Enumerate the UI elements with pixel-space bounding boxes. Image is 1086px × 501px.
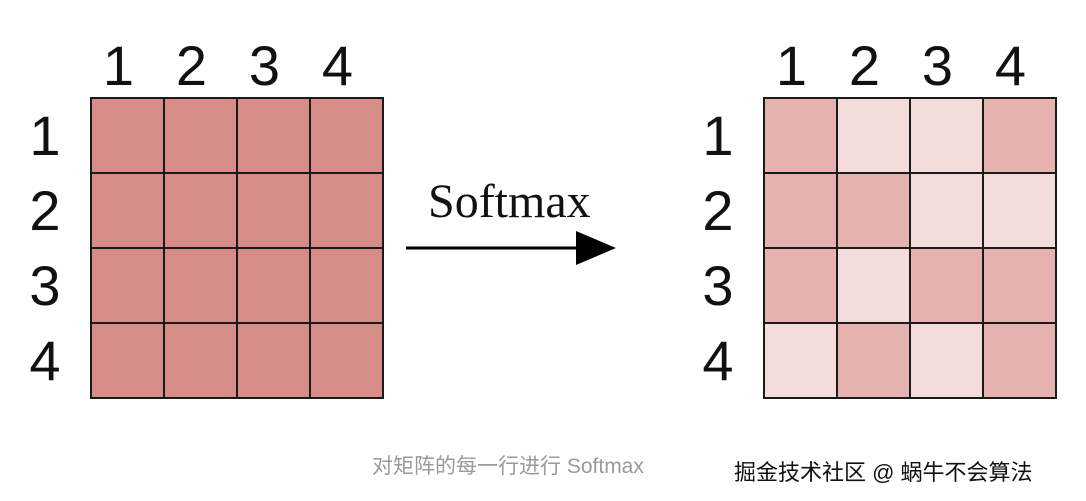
- left-matrix-cell-r4-c3: [238, 324, 311, 399]
- right-col-label-1: 1: [775, 34, 808, 97]
- left-col-label-4: 4: [321, 34, 354, 97]
- right-matrix-cell-r3-c3: [911, 249, 984, 324]
- right-col-label-4: 4: [994, 34, 1027, 97]
- right-matrix-cell-r2-c3: [911, 174, 984, 249]
- left-matrix-cell-r2-c4: [311, 174, 384, 249]
- left-matrix-cell-r3-c1: [92, 249, 165, 324]
- left-matrix-cell-r4-c2: [165, 324, 238, 399]
- right-matrix-cell-r1-c1: [765, 99, 838, 174]
- left-row-label-1: 1: [29, 104, 61, 167]
- left-row-label-4: 4: [29, 329, 61, 392]
- left-col-label-3: 3: [248, 34, 281, 97]
- left-matrix-cell-r1-c4: [311, 99, 384, 174]
- left-matrix-cell-r3-c4: [311, 249, 384, 324]
- right-matrix: [763, 97, 1057, 399]
- right-matrix-cell-r2-c2: [838, 174, 911, 249]
- left-matrix-cell-r1-c3: [238, 99, 311, 174]
- left-matrix: [90, 97, 384, 399]
- left-col-label-1: 1: [102, 34, 135, 97]
- right-col-label-2: 2: [848, 34, 881, 97]
- right-matrix-cell-r3-c1: [765, 249, 838, 324]
- right-matrix-cell-r2-c4: [984, 174, 1057, 249]
- right-matrix-cell-r3-c2: [838, 249, 911, 324]
- softmax-label: Softmax: [428, 175, 591, 228]
- right-matrix-cell-r3-c4: [984, 249, 1057, 324]
- left-row-label-3: 3: [29, 254, 61, 317]
- right-matrix-cell-r1-c4: [984, 99, 1057, 174]
- caption: 对矩阵的每一行进行 Softmax: [372, 455, 644, 478]
- left-matrix-cell-r3-c2: [165, 249, 238, 324]
- right-matrix-cell-r4-c1: [765, 324, 838, 399]
- left-matrix-cell-r2-c3: [238, 174, 311, 249]
- right-arrow-icon: [406, 231, 616, 265]
- right-matrix-cell-r1-c3: [911, 99, 984, 174]
- watermark: 掘金技术社区 @ 蜗牛不会算法: [734, 460, 1033, 485]
- left-matrix-cell-r2-c1: [92, 174, 165, 249]
- left-matrix-cell-r1-c2: [165, 99, 238, 174]
- right-matrix-cell-r2-c1: [765, 174, 838, 249]
- right-row-label-3: 3: [702, 254, 734, 317]
- right-matrix-cell-r1-c2: [838, 99, 911, 174]
- left-matrix-cell-r4-c1: [92, 324, 165, 399]
- right-row-label-4: 4: [702, 329, 734, 392]
- right-row-label-2: 2: [702, 179, 734, 242]
- right-matrix-cell-r4-c2: [838, 324, 911, 399]
- right-col-label-3: 3: [921, 34, 954, 97]
- right-matrix-cell-r4-c3: [911, 324, 984, 399]
- left-matrix-cell-r3-c3: [238, 249, 311, 324]
- right-matrix-cell-r4-c4: [984, 324, 1057, 399]
- left-matrix-cell-r4-c4: [311, 324, 384, 399]
- right-row-label-1: 1: [702, 104, 734, 167]
- left-row-label-2: 2: [29, 179, 61, 242]
- left-matrix-cell-r2-c2: [165, 174, 238, 249]
- left-matrix-cell-r1-c1: [92, 99, 165, 174]
- left-col-label-2: 2: [175, 34, 208, 97]
